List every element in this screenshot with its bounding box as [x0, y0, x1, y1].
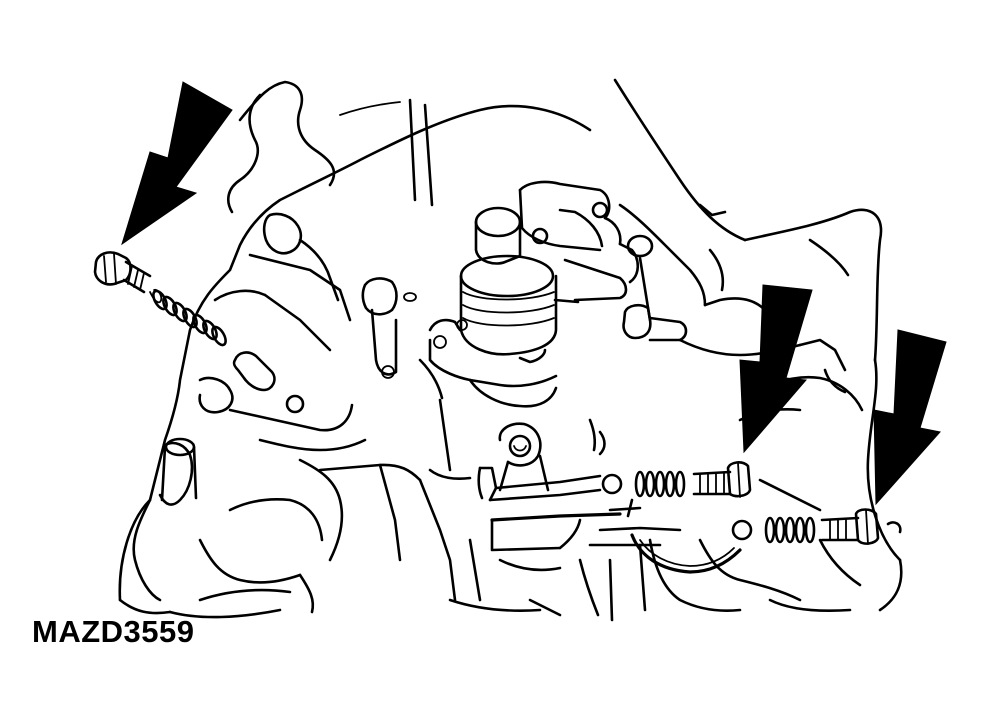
bolt-and-spring-left [93, 251, 227, 347]
arrow-upper-left-bolt [121, 81, 233, 246]
transmission-housing [118, 78, 903, 622]
bolt-and-spring-center-right [601, 461, 752, 498]
figure-code-label: MAZD3559 [32, 614, 195, 649]
spring-coils-center-right [634, 470, 686, 498]
spring-coils-far-right [764, 516, 816, 544]
spring-coils-left [149, 288, 227, 347]
center-servo-assembly [428, 180, 688, 492]
arrow-right-middle-bolt [739, 284, 813, 454]
arrow-right-lower-bolt [873, 329, 947, 506]
valve-body-plate [477, 466, 682, 552]
bolt-and-spring-far-right [731, 508, 902, 545]
